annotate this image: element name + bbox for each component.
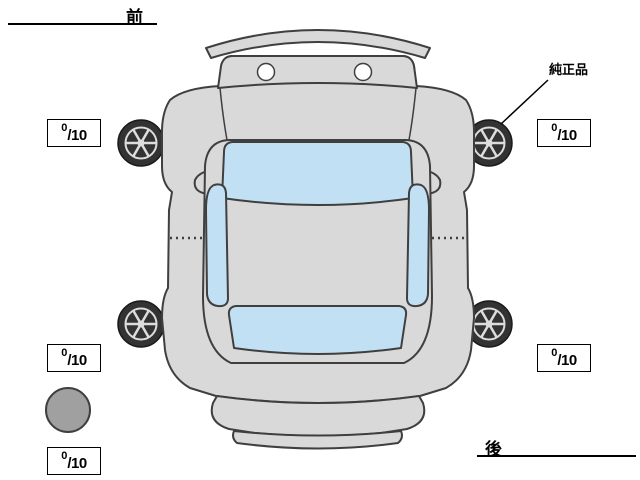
rear-label: 後 xyxy=(485,440,502,459)
score-max: /10 xyxy=(67,455,87,472)
headlight-washer-circle-right xyxy=(353,62,373,82)
rear-window-glass xyxy=(227,305,408,355)
score-max: /10 xyxy=(557,127,577,144)
front-bumper-face xyxy=(217,55,418,89)
score-max: /10 xyxy=(67,352,87,369)
hood-seam-right xyxy=(408,87,417,141)
spare-tire-icon xyxy=(45,387,91,433)
score-value: 0 xyxy=(61,450,68,462)
genuine-part-pointer-line xyxy=(500,79,549,125)
side-window-left xyxy=(205,183,229,308)
score-value: 0 xyxy=(551,347,558,359)
rear-bumper-lip xyxy=(232,430,403,450)
hood-seam-left xyxy=(219,87,228,141)
score-value: 0 xyxy=(61,122,68,134)
rear-bumper xyxy=(210,395,426,437)
genuine-part-label: 純正品 xyxy=(549,62,589,77)
windshield-glass xyxy=(221,141,414,206)
front-label: 前 xyxy=(126,8,143,27)
tread-score-rear-right: 0 /10 xyxy=(537,344,591,372)
side-window-right xyxy=(406,183,430,308)
tread-score-front-right: 0 /10 xyxy=(537,119,591,147)
wheel-icon-front-left xyxy=(116,118,166,168)
score-max: /10 xyxy=(557,352,577,369)
wheel-icon-rear-left xyxy=(116,299,166,349)
score-max: /10 xyxy=(67,127,87,144)
headlight-washer-circle-left xyxy=(256,62,276,82)
tread-score-spare: 0 /10 xyxy=(47,447,101,475)
tread-score-rear-left: 0 /10 xyxy=(47,344,101,372)
front-bumper-lip xyxy=(205,29,431,59)
tread-score-front-left: 0 /10 xyxy=(47,119,101,147)
score-value: 0 xyxy=(551,122,558,134)
rear-underline xyxy=(477,455,636,457)
score-value: 0 xyxy=(61,347,68,359)
front-underline xyxy=(8,23,157,25)
